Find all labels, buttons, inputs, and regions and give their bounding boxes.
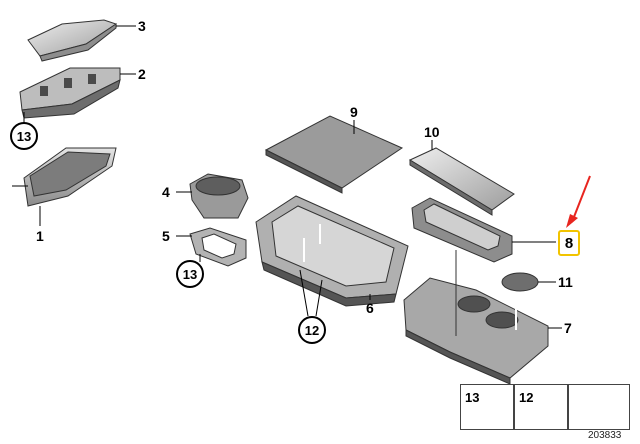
callout-12-circled: 12: [298, 316, 326, 344]
callout-4: 4: [162, 184, 170, 200]
part-7-cup-holder[interactable]: [403, 250, 549, 385]
part-3-lid[interactable]: [27, 19, 118, 62]
callout-6: 6: [366, 300, 374, 316]
callout-13-circled-top: 13: [10, 122, 38, 150]
callout-10: 10: [424, 124, 440, 140]
part-4-cup-insert[interactable]: [189, 173, 249, 219]
part-2-hinge[interactable]: [19, 67, 121, 119]
legend-item-pad: [568, 384, 630, 430]
part-6-storage-box[interactable]: [255, 195, 409, 307]
legend-item-12: 12: [514, 384, 568, 430]
callout-1: 1: [36, 228, 44, 244]
part-5-frame[interactable]: [189, 227, 247, 267]
part-11-disc[interactable]: [501, 272, 539, 292]
part-8-bracket[interactable]: [411, 197, 513, 263]
callout-5: 5: [162, 228, 170, 244]
leader-12-a: [299, 269, 309, 317]
callout-9: 9: [350, 104, 358, 120]
part-9-mat[interactable]: [264, 115, 404, 194]
callout-13-circled-mid: 13: [176, 260, 204, 288]
part-10-pad[interactable]: [408, 147, 515, 216]
red-arrow-icon: [566, 175, 591, 228]
callout-11: 11: [558, 274, 573, 290]
part-1-tray[interactable]: [23, 147, 117, 207]
callout-3: 3: [138, 18, 146, 34]
legend-label-13: 13: [465, 390, 480, 405]
leader-12-b: [315, 279, 323, 317]
callout-7: 7: [564, 320, 572, 336]
legend-item-13: 13: [460, 384, 514, 430]
callout-2: 2: [138, 66, 146, 82]
callout-8-highlighted[interactable]: 8: [558, 230, 580, 256]
diagram-code: 203833: [588, 430, 622, 441]
legend-label-12: 12: [519, 390, 534, 405]
